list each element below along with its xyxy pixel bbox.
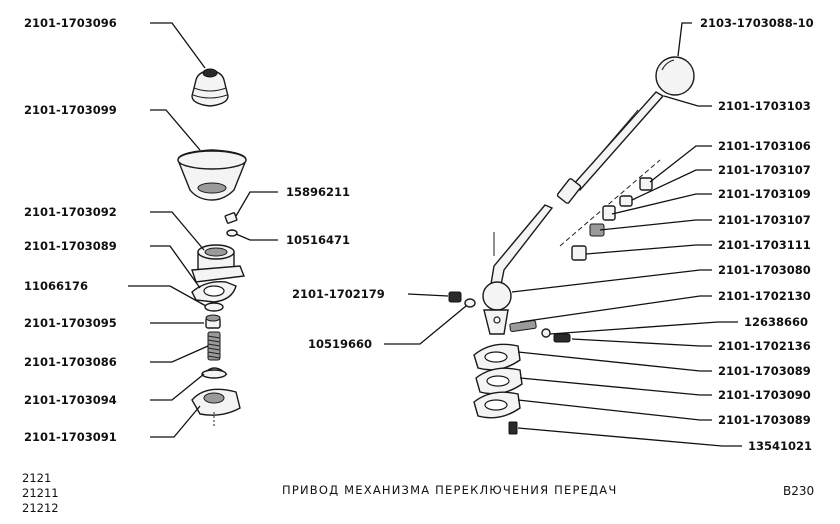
part-label: 2101-1703080	[718, 263, 811, 277]
shift-rod-part	[482, 204, 554, 335]
knob-part	[655, 56, 695, 96]
part-label: 10519660	[308, 337, 372, 351]
part-label: 2103-1703088-10	[700, 16, 814, 30]
part-label: 2101-1703103	[718, 99, 811, 113]
lever-part	[556, 91, 665, 204]
part-label: 2101-1703091	[24, 430, 117, 444]
bolt-part	[448, 291, 476, 308]
part-label: 2101-1703107	[718, 213, 811, 227]
cover-part	[177, 149, 247, 201]
part-label: 2101-1703089	[718, 413, 811, 427]
bushing-part	[205, 314, 221, 329]
page-code: В230	[783, 484, 815, 498]
left-leader-lines	[128, 22, 278, 438]
part-label: 2101-1703089	[24, 239, 117, 253]
part-label: 2101-1703094	[24, 393, 117, 407]
housing-part	[191, 244, 245, 283]
part-label: 15896211	[286, 185, 350, 199]
part-label: 2101-1702130	[718, 289, 811, 303]
part-label: 2101-1703086	[24, 355, 117, 369]
right-leader-lines	[511, 22, 742, 447]
nut-part	[224, 212, 238, 237]
diagram-title: ПРИВОД МЕХАНИЗМА ПЕРЕКЛЮЧЕНИЯ ПЕРЕДАЧ	[282, 483, 618, 497]
part-label: 2101-1703111	[718, 238, 811, 252]
gasket-part	[191, 281, 237, 303]
model-code: 21212	[22, 501, 59, 515]
ring-part	[204, 302, 224, 312]
cup-part	[201, 367, 228, 379]
lever-small-parts	[559, 159, 661, 261]
part-label: 2101-1703090	[718, 388, 811, 402]
part-label: 12638660	[744, 315, 808, 329]
model-list: 2121 21211 21212	[22, 471, 59, 516]
gasket-stack-parts	[473, 343, 523, 435]
part-label: 2101-1702179	[292, 287, 385, 301]
part-label: 2101-1702136	[718, 339, 811, 353]
model-code: 21211	[22, 486, 59, 500]
center-leader-lines	[384, 293, 467, 345]
base-part	[191, 388, 241, 426]
spring-pin-parts	[509, 319, 571, 343]
part-label: 10516471	[286, 233, 350, 247]
part-label: 2101-1703092	[24, 205, 117, 219]
part-label: 2101-1703095	[24, 316, 117, 330]
part-label: 2101-1703099	[24, 103, 117, 117]
part-label: 13541021	[748, 439, 812, 453]
part-label: 2101-1703109	[718, 187, 811, 201]
part-label: 2101-1703089	[718, 364, 811, 378]
part-label: 2101-1703107	[718, 163, 811, 177]
model-code: 2121	[22, 471, 52, 485]
spring-part	[207, 331, 221, 361]
rubber-boot-part	[191, 68, 229, 107]
part-label: 2101-1703096	[24, 16, 117, 30]
part-label: 2101-1703106	[718, 139, 811, 153]
part-label: 11066176	[24, 279, 88, 293]
